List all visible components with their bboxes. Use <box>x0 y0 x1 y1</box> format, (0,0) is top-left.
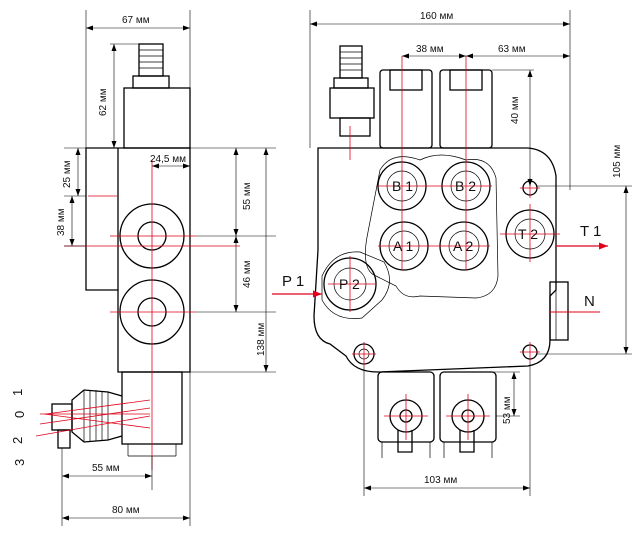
front-dimensions <box>309 10 632 496</box>
side-relief-fitting <box>123 43 191 149</box>
lever-position-0: 0 <box>12 411 27 418</box>
dim-front-160: 160 мм <box>420 11 453 22</box>
side-view: 67 мм 62 мм 25 мм 38 мм 24,5 мм 55 мм 46… <box>10 10 276 526</box>
dim-side-55-bottom: 55 мм <box>92 463 120 474</box>
front-spool-caps <box>377 371 497 458</box>
lever-position-1: 1 <box>10 389 25 396</box>
side-valve-body <box>85 147 191 373</box>
front-n-plug <box>549 281 569 341</box>
front-centerlines <box>328 56 560 440</box>
dim-side-24-5: 24,5 мм <box>150 154 186 165</box>
dim-front-53: 53 мм <box>502 396 513 424</box>
port-label-b2: B 2 <box>455 178 476 194</box>
port-label-a2: A 2 <box>453 238 473 254</box>
dim-side-67: 67 мм <box>122 15 150 26</box>
port-label-b1: B 1 <box>392 178 413 194</box>
port-label-t1: T 1 <box>580 223 601 240</box>
port-label-n: N <box>584 293 595 310</box>
lever-position-3: 3 <box>12 459 27 466</box>
front-b-caps <box>379 69 493 149</box>
dim-front-105: 105 мм <box>612 145 623 178</box>
front-p2-boss <box>321 251 390 319</box>
dim-side-25: 25 мм <box>62 160 73 188</box>
dim-side-46: 46 мм <box>242 260 253 288</box>
dim-front-103: 103 мм <box>424 475 457 486</box>
port-label-p1: P 1 <box>282 273 304 290</box>
front-valve-body <box>313 147 557 373</box>
port-label-t2: T 2 <box>518 226 538 242</box>
dim-front-38: 38 мм <box>416 44 444 55</box>
port-label-a1: A 1 <box>393 238 413 254</box>
front-view: 160 мм 38 мм 63 мм 40 мм 105 мм 53 мм 10… <box>272 10 632 496</box>
side-lever-bellows <box>51 389 123 449</box>
dim-side-138: 138 мм <box>256 323 267 356</box>
dim-front-63: 63 мм <box>498 44 526 55</box>
lever-position-2: 2 <box>10 437 25 444</box>
dim-front-40: 40 мм <box>510 96 521 124</box>
dim-side-55-right: 55 мм <box>242 182 253 210</box>
side-centerlines <box>35 160 240 470</box>
dim-side-38: 38 мм <box>56 208 67 236</box>
front-port-boss <box>365 154 499 299</box>
front-ports <box>323 161 555 365</box>
front-relief-valve <box>329 45 375 137</box>
side-dimensions <box>61 10 276 526</box>
front-flow-arrows <box>272 242 608 313</box>
dim-side-80: 80 мм <box>112 505 140 516</box>
dim-side-62: 62 мм <box>98 88 109 116</box>
port-label-p2: P 2 <box>339 276 360 292</box>
